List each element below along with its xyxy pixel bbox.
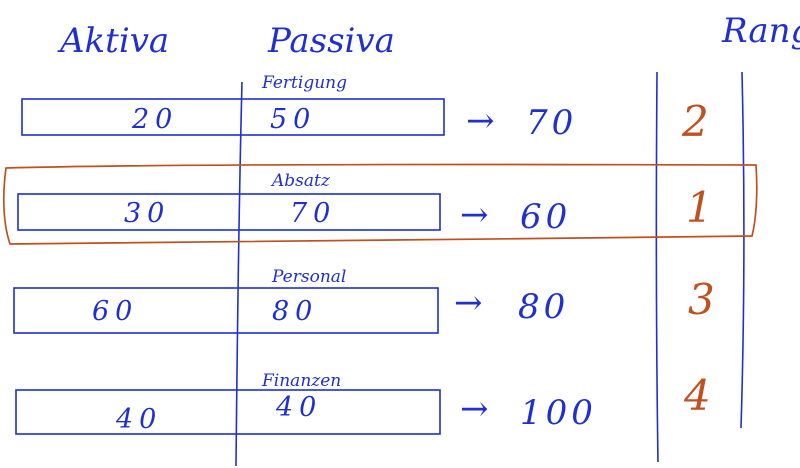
- row4-rank: 4: [683, 371, 711, 420]
- row2-aktiva-value: 30: [124, 198, 170, 229]
- row4-result: 100: [520, 393, 597, 433]
- row2-rank: 1: [686, 183, 713, 232]
- row2-result: 60: [520, 197, 571, 237]
- row1-arrow: →: [466, 101, 499, 141]
- row1-passiva-value: 50: [270, 104, 316, 135]
- row4-arrow: →: [460, 389, 493, 429]
- row2-arrow: →: [460, 195, 493, 235]
- row3-aktiva-value: 60: [92, 296, 138, 327]
- row2-bar: [17, 193, 441, 231]
- row3-department-label: Personal: [271, 267, 346, 287]
- row3-passiva-value: 80: [272, 296, 318, 327]
- row1-department-label: Fertigung: [261, 73, 347, 93]
- row4-department-label: Finanzen: [261, 371, 341, 391]
- row1-result: 70: [526, 103, 577, 143]
- rank-column-left-line: [655, 71, 659, 463]
- row2-department-label: Absatz: [270, 171, 331, 191]
- row1-bar: [21, 98, 445, 136]
- row1-rank: 2: [681, 97, 709, 146]
- highlight-box: [2, 163, 758, 245]
- rank-column-right-line: [740, 71, 745, 429]
- row1-aktiva-value: 20: [131, 104, 178, 135]
- row4-bar: [15, 389, 441, 435]
- row3-result: 80: [518, 287, 569, 327]
- row2-passiva-value: 70: [290, 198, 336, 229]
- center-divider-line: [235, 81, 243, 467]
- row3-arrow: →: [454, 283, 487, 323]
- row4-passiva-value: 40: [275, 392, 322, 423]
- row3-bar: [13, 287, 439, 334]
- header-rang: Rang: [721, 11, 800, 51]
- row3-rank: 3: [688, 275, 715, 324]
- header-aktiva: Aktiva: [57, 21, 169, 61]
- row4-aktiva-value: 40: [115, 404, 162, 435]
- header-passiva: Passiva: [267, 21, 395, 61]
